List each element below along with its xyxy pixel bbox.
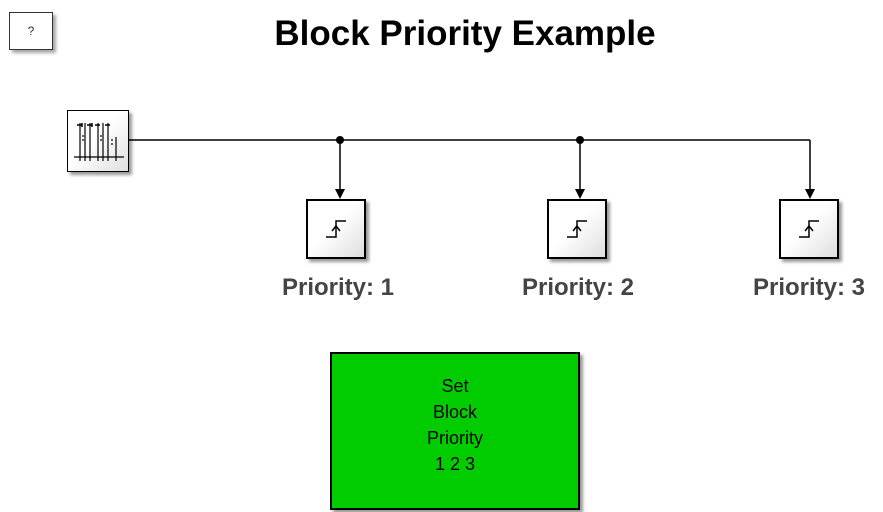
help-label: ? <box>27 24 35 38</box>
trigger-block-3[interactable] <box>779 199 839 259</box>
priority-label-3: Priority: 3 <box>752 274 866 301</box>
priority-label-1: Priority: 1 <box>281 274 395 301</box>
help-button[interactable]: ? <box>9 12 53 50</box>
branch-point-1 <box>336 136 344 144</box>
event-train-icon <box>74 123 124 161</box>
priority-label-2: Priority: 2 <box>521 274 635 301</box>
trigger-block-2[interactable] <box>547 199 607 259</box>
set-block-priority-button[interactable]: Set Block Priority 1 2 3 <box>330 352 580 510</box>
trigger-block-1[interactable] <box>306 199 366 259</box>
rising-edge-icon <box>799 220 819 238</box>
set-priority-line-1: Set <box>441 376 469 396</box>
diagram-title: Block Priority Example <box>274 14 656 53</box>
event-generator-block[interactable] <box>67 110 129 172</box>
rising-edge-icon <box>326 220 346 238</box>
set-priority-line-2: Block <box>432 402 477 422</box>
branch-point-2 <box>576 136 584 144</box>
set-priority-line-3: Priority <box>426 428 483 448</box>
rising-edge-icon <box>567 220 587 238</box>
set-priority-line-4: 1 2 3 <box>434 454 476 474</box>
